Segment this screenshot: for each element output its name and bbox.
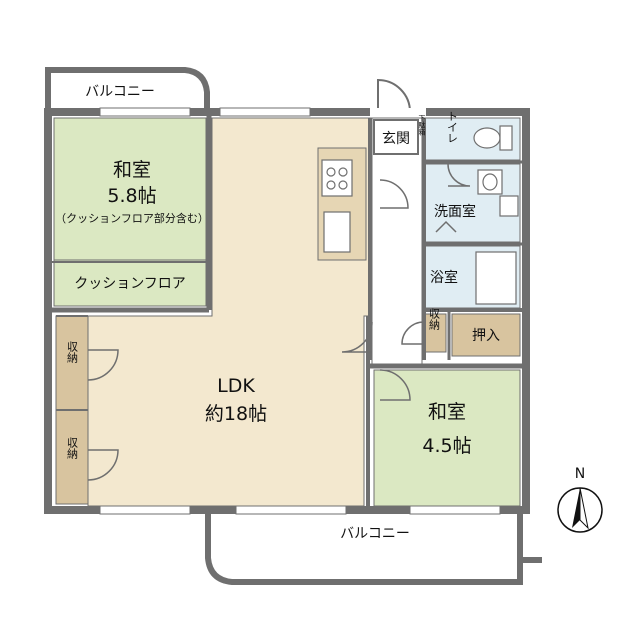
storage-small-label: 収納 (428, 308, 441, 331)
ldk-storage-lower-label: 収納 (66, 437, 79, 460)
washitsu-small-room (373, 369, 521, 507)
doors (87, 163, 471, 481)
balcony-bottom-label: バルコニー (340, 526, 410, 542)
bathtub-icon (475, 251, 517, 305)
washitsu-large-room (53, 117, 207, 261)
toilet-icon (473, 125, 513, 151)
sink-icon (323, 211, 351, 253)
entrance-label: 玄関 (382, 130, 410, 147)
bathroom-label: 浴室 (430, 269, 458, 286)
washitsu-large-size: 5.8帖 (107, 185, 156, 207)
ldk-size: 約18帖 (205, 403, 267, 425)
balcony-bottom: バルコニー (205, 512, 542, 585)
windows (99, 107, 501, 515)
cushion-floor-label: クッションフロア (74, 276, 186, 292)
stove-icon (321, 159, 353, 197)
cushion-floor-area (53, 259, 207, 307)
compass-label: N (575, 466, 585, 482)
shoe-box-label: 下駄箱 (418, 115, 426, 137)
ldk-storage-upper-label: 収納 (66, 341, 79, 364)
washbasin-icon (477, 169, 519, 217)
washitsu-small-name: 和室 (428, 401, 466, 423)
washitsu-large-name: 和室 (113, 159, 151, 181)
balcony-top: バルコニー (45, 67, 210, 112)
washroom-label: 洗面室 (434, 203, 476, 220)
washitsu-large-note: （クッションフロア部分含む） (55, 211, 209, 225)
compass-icon: N (557, 466, 603, 533)
closet (451, 313, 521, 357)
washitsu-small-size: 4.5帖 (422, 435, 471, 457)
balcony-top-label: バルコニー (85, 84, 155, 100)
corridor (371, 117, 423, 369)
toilet-label: トイレ (446, 111, 459, 144)
entrance-door (370, 78, 426, 155)
ldk-name: LDK (217, 375, 255, 397)
closet-label: 押入 (472, 328, 500, 344)
